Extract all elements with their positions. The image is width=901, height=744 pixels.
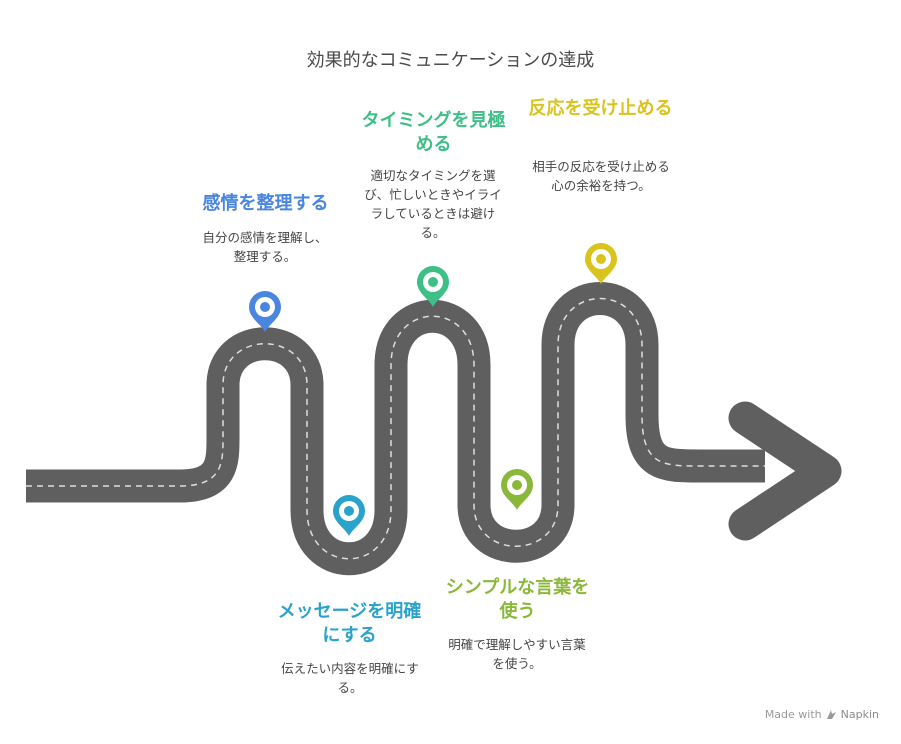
map-pin-icon bbox=[249, 291, 281, 332]
step-title-5: 反応を受け止める bbox=[528, 98, 673, 119]
napkin-brand: Napkin bbox=[840, 708, 879, 721]
road-path bbox=[26, 282, 765, 576]
step-desc-4: 明確で理解しやすい言葉を使う。 bbox=[448, 637, 586, 671]
road-center-line bbox=[26, 297, 765, 560]
step-desc-3: 適切なタイミングを選び、忙しいときやイライラしているときは避ける。 bbox=[364, 168, 502, 240]
step-desc-1: 自分の感情を理解し、整理する。 bbox=[202, 230, 328, 264]
step-title-4: シンプルな言葉を使う bbox=[445, 577, 590, 622]
road-arrowhead bbox=[728, 401, 842, 541]
map-pin-icon bbox=[585, 243, 617, 284]
step-title-3: タイミングを見極める bbox=[361, 110, 506, 155]
map-pin-icon bbox=[417, 266, 449, 307]
made-with-label: Made with bbox=[764, 708, 822, 721]
step-title-2: メッセージを明確にする bbox=[277, 601, 422, 646]
page-title: 効果的なコミュニケーションの達成 bbox=[306, 50, 595, 71]
napkin-logo-icon bbox=[826, 710, 836, 719]
step-desc-2: 伝えたい内容を明確にする。 bbox=[281, 661, 419, 695]
map-pin-icon bbox=[501, 469, 533, 510]
step-title-1: 感情を整理する bbox=[202, 193, 329, 214]
footer-credit: Made with Napkin bbox=[765, 708, 879, 721]
map-pin-icon bbox=[333, 495, 365, 536]
step-desc-5: 相手の反応を受け止める心の余裕を持つ。 bbox=[532, 159, 670, 193]
